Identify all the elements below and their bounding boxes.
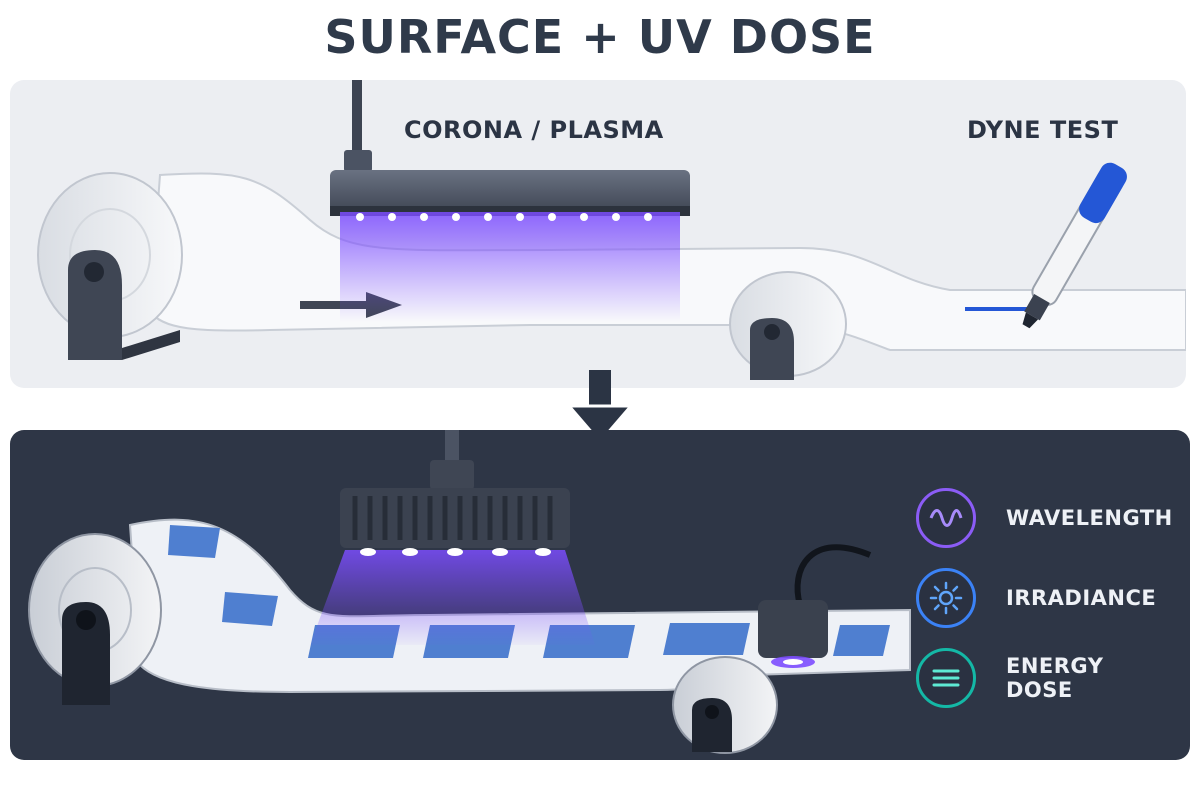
uv-dose-panel: WAVELENGTH IRRADIANCE xyxy=(10,430,1190,760)
legend-label-irradiance: IRRADIANCE xyxy=(1006,586,1157,610)
treater-label: CORONA / PLASMA xyxy=(404,116,664,144)
uv-measurement-legend: WAVELENGTH IRRADIANCE xyxy=(916,478,1176,718)
page-title: SURFACE + UV DOSE xyxy=(324,10,876,64)
legend-item-energy-dose: ENERGY DOSE xyxy=(916,638,1176,718)
uv-curing-illustration xyxy=(28,430,911,754)
supply-roll xyxy=(37,172,183,360)
lines-icon xyxy=(916,648,976,708)
uv-lamp xyxy=(310,430,595,645)
sun-icon xyxy=(916,568,976,628)
dyne-pen-icon xyxy=(965,162,1127,329)
legend-label-wavelength: WAVELENGTH xyxy=(1006,506,1173,530)
uv-sensor xyxy=(758,544,872,668)
corona-treater xyxy=(330,80,690,322)
legend-item-irradiance: IRRADIANCE xyxy=(916,558,1176,638)
surface-treatment-illustration xyxy=(37,80,1186,380)
down-arrow-icon xyxy=(567,370,633,445)
idler-roll xyxy=(729,271,847,380)
legend-label-energy-dose: ENERGY DOSE xyxy=(1006,654,1104,702)
legend-item-wavelength: WAVELENGTH xyxy=(916,478,1176,558)
test-label: DYNE TEST xyxy=(967,116,1119,144)
idler-roll-uv xyxy=(672,656,778,754)
wave-icon xyxy=(916,488,976,548)
supply-roll-uv xyxy=(28,533,162,705)
surface-treatment-panel: CORONA / PLASMA DYNE TEST xyxy=(10,80,1186,388)
